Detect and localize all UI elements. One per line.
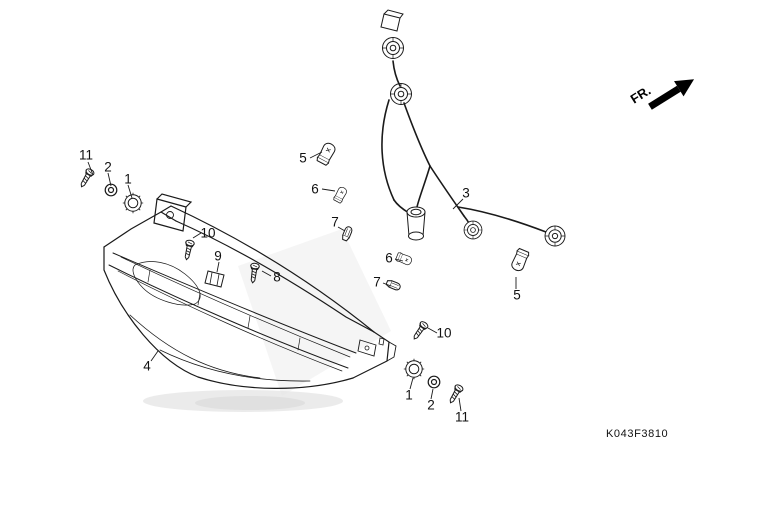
harness-socket-upper: [389, 82, 413, 106]
screw-11-top: [77, 167, 96, 190]
harness-socket-top: [381, 36, 405, 60]
screw-10-bottom: [410, 319, 430, 342]
screw-11-bottom: [446, 383, 465, 406]
fasteners-drawing: [77, 167, 465, 406]
fr-direction-arrow: FR.: [628, 79, 695, 110]
bulb-6-left: [332, 185, 349, 204]
wire-harness-drawing: [380, 9, 566, 247]
headlight-housing-drawing: [103, 193, 397, 412]
washer-2-bottom: [427, 375, 441, 389]
harness-socket-mid: [463, 220, 483, 240]
center-bulb-socket: [406, 206, 426, 241]
screw-10-top: [181, 238, 196, 262]
harness-socket-right: [544, 225, 566, 247]
bulb-5-right: [509, 247, 531, 273]
clip-9: [204, 270, 225, 288]
leader-lines: [87, 151, 517, 412]
wedge-bulb-7-left: [340, 225, 354, 242]
socket-ring-1-top: [122, 192, 144, 214]
diagram-code: K043F3810: [606, 428, 669, 440]
bulb-6-right: [394, 251, 414, 267]
socket-ring-1-bottom: [403, 358, 425, 380]
